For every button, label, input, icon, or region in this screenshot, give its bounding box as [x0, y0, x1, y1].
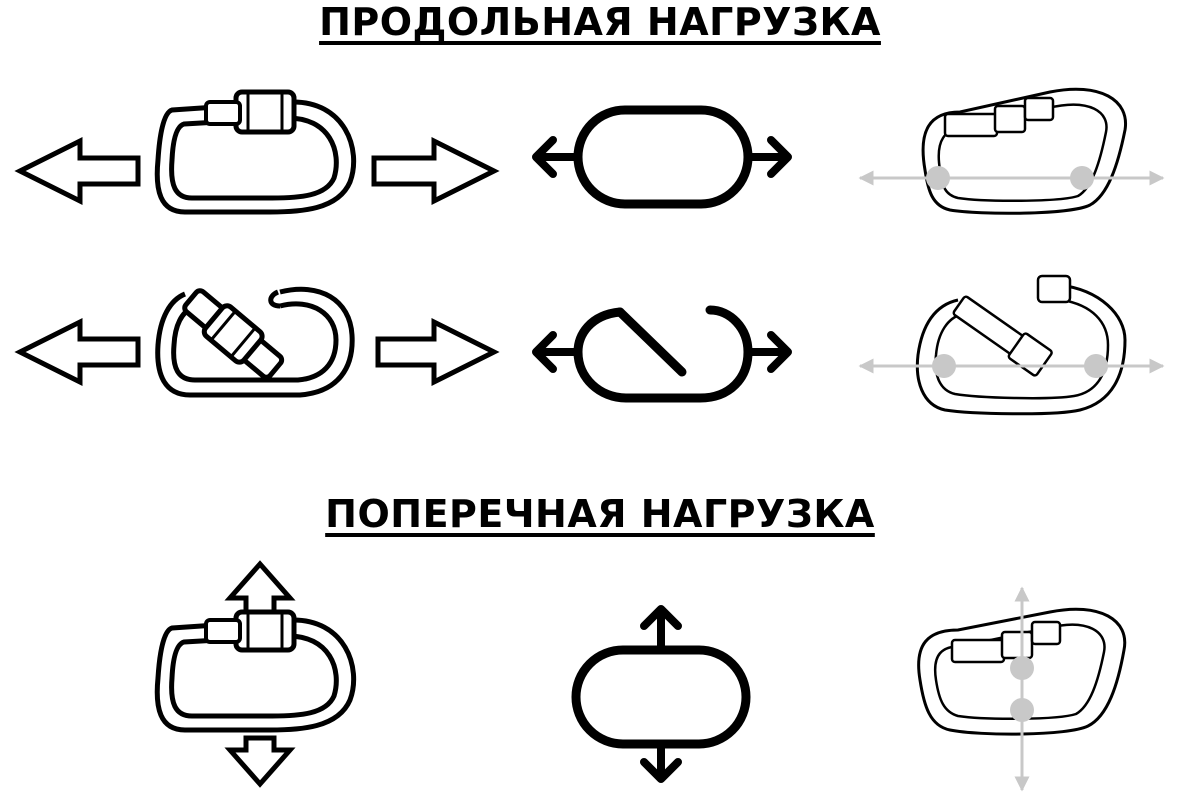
oval-link-icon [532, 105, 792, 209]
asymmetric-carabiner-icon [921, 87, 1128, 215]
outline-arrow-icon [14, 136, 141, 206]
outline-arrow-icon [224, 735, 296, 788]
carabiner-closed-icon [154, 89, 357, 215]
carabiner-open-gate-icon [155, 286, 355, 398]
outline-arrow-icon [371, 136, 500, 206]
outline-arrow-icon [14, 317, 141, 387]
asymmetric-carabiner-icon [915, 274, 1127, 416]
row-closed-gate [14, 87, 1165, 215]
load-force-arrow-icon [858, 166, 1165, 190]
load-force-arrow-icon [858, 354, 1165, 378]
load-force-arrow-icon [1010, 586, 1034, 792]
open-oval-link-icon [532, 305, 792, 403]
row-open-gate [14, 274, 1165, 416]
transverse-load-title: ПОПЕРЕЧНАЯ НАГРУЗКА [325, 492, 875, 536]
oval-link-icon [571, 605, 751, 783]
asymmetric-carabiner-icon [917, 607, 1127, 736]
carabiner-closed-icon [154, 609, 357, 733]
row-transverse [154, 560, 1127, 792]
longitudinal-load-title: ПРОДОЛЬНАЯ НАГРУЗКА [319, 0, 881, 44]
outline-arrow-icon [375, 317, 500, 387]
